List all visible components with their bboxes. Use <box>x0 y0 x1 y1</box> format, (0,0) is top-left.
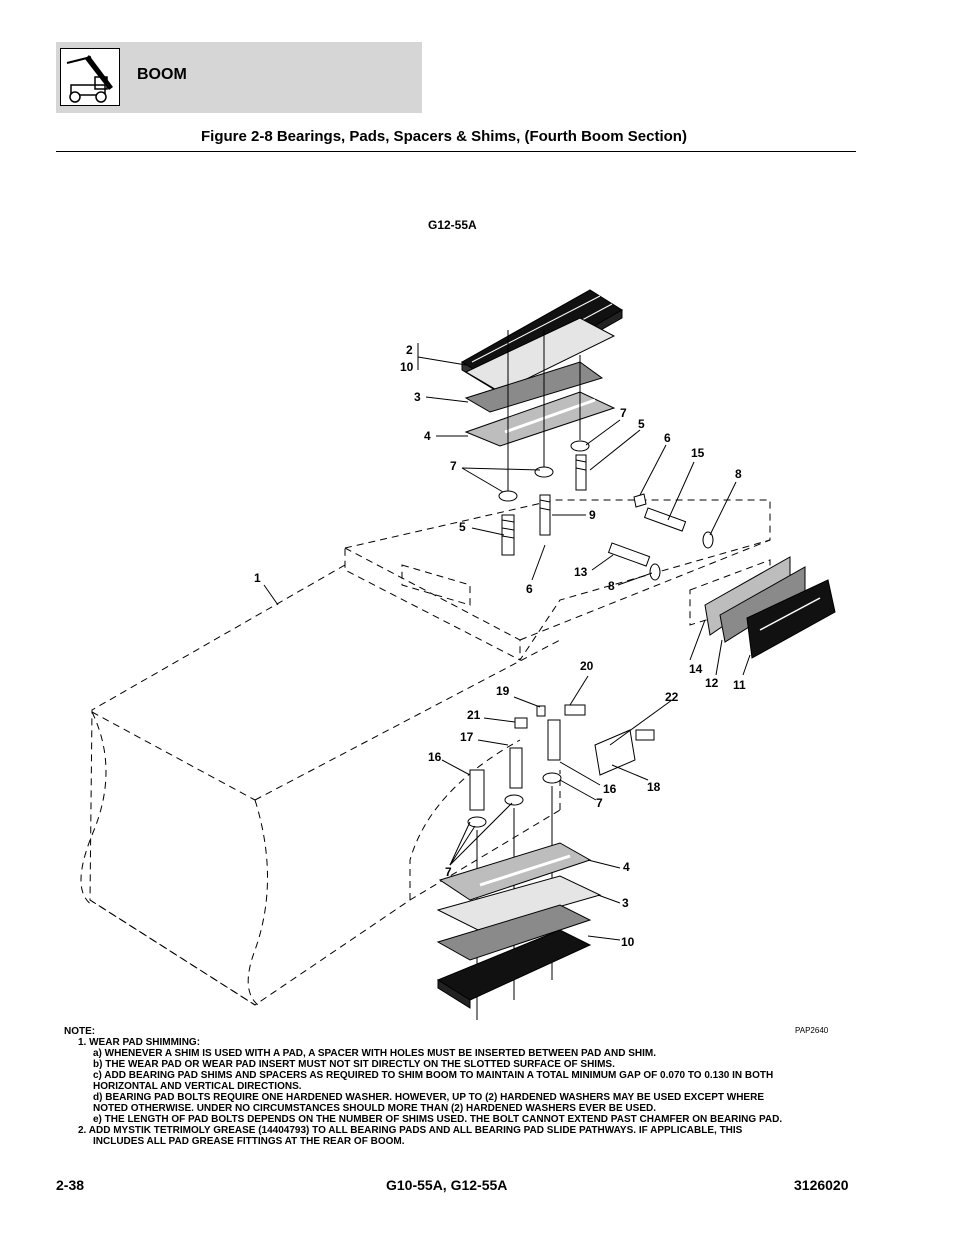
top-spacer <box>464 317 616 393</box>
callout-18: 18 <box>647 780 661 794</box>
callout-6-a: 6 <box>664 431 671 445</box>
section-title: BOOM <box>137 66 187 83</box>
callout-3-top: 3 <box>414 390 421 404</box>
callout-9: 9 <box>589 508 596 522</box>
title-divider <box>56 151 856 152</box>
top-shim <box>464 361 604 413</box>
bottom-bolts <box>467 719 562 828</box>
bottom-shim <box>436 875 602 931</box>
note-1b: b) THE WEAR PAD OR WEAR PAD INSERT MUST … <box>93 1059 615 1070</box>
note-1e: e) THE LENGTH OF PAD BOLTS DEPENDS ON TH… <box>93 1114 783 1125</box>
callout-7-a: 7 <box>620 406 627 420</box>
callout-4-top: 4 <box>424 429 431 443</box>
callout-6-b: 6 <box>526 582 533 596</box>
callout-20: 20 <box>580 659 594 673</box>
callout-13: 13 <box>574 565 588 579</box>
callout-3-bottom: 3 <box>622 896 629 910</box>
callout-7-b: 7 <box>450 459 457 473</box>
model-label: G12-55A <box>428 218 477 232</box>
callout-1: 1 <box>254 571 261 585</box>
note-1c-line1: c) ADD BEARING PAD SHIMS AND SPACERS AS … <box>93 1070 774 1081</box>
callout-4-bottom: 4 <box>623 860 630 874</box>
callout-17: 17 <box>460 730 474 744</box>
grease-fittings <box>514 704 655 776</box>
note-1d-line1: d) BEARING PAD BOLTS REQUIRE ONE HARDENE… <box>93 1092 764 1103</box>
callout-21: 21 <box>467 708 481 722</box>
callout-7-d: 7 <box>445 865 452 879</box>
callout-5-a: 5 <box>638 417 645 431</box>
note-1c-line2: HORIZONTAL AND VERTICAL DIRECTIONS. <box>93 1081 302 1092</box>
top-washers <box>498 440 590 502</box>
note-2-line1: 2. ADD MYSTIK TETRIMOLY GREASE (14404793… <box>78 1125 743 1136</box>
bottom-wear-pad <box>436 929 592 1009</box>
leader-lines <box>263 343 751 941</box>
top-bolt-centerlines <box>507 330 581 500</box>
note-2-line2: INCLUDES ALL PAD GREASE FITTINGS AT THE … <box>93 1136 405 1147</box>
side-pad-assembly <box>704 556 836 659</box>
figure-title: Figure 2-8 Bearings, Pads, Spacers & Shi… <box>201 128 687 145</box>
note-1: 1. WEAR PAD SHIMMING: <box>78 1037 201 1048</box>
callout-10-bottom: 10 <box>621 935 635 949</box>
callout-12: 12 <box>705 676 719 690</box>
callout-15: 15 <box>691 446 705 460</box>
notes-block: NOTE: 1. WEAR PAD SHIMMING: a) WHENEVER … <box>64 1026 864 1147</box>
callout-8-b: 8 <box>608 579 615 593</box>
boom-section-outline <box>80 499 771 1006</box>
callout-19: 19 <box>496 684 510 698</box>
callout-16-b: 16 <box>603 782 617 796</box>
top-bolts <box>501 454 587 556</box>
callout-14: 14 <box>689 662 703 676</box>
header-band: BOOM <box>56 42 422 113</box>
footer-models: G10-55A, G12-55A <box>386 1177 508 1193</box>
callout-16-a: 16 <box>428 750 442 764</box>
callout-11: 11 <box>733 678 746 692</box>
page-number: 2-38 <box>56 1177 85 1193</box>
side-hardware <box>607 493 714 581</box>
callout-8-a: 8 <box>735 467 742 481</box>
note-1d-line2: NOTED OTHERWISE. UNDER NO CIRCUMSTANCES … <box>93 1103 656 1114</box>
note-1a: a) WHENEVER A SHIM IS USED WITH A PAD, A… <box>93 1048 656 1059</box>
drawing-code: PAP2640 <box>795 1026 829 1035</box>
notes-heading: NOTE: <box>64 1026 96 1037</box>
bottom-spacer <box>436 904 592 961</box>
callout-2: 2 <box>406 343 413 357</box>
callout-10-top: 10 <box>400 360 414 374</box>
telehandler-icon <box>60 48 120 106</box>
callout-5-b: 5 <box>459 520 466 534</box>
callout-22: 22 <box>665 690 679 704</box>
document-number: 3126020 <box>794 1177 849 1193</box>
callout-7-c: 7 <box>596 796 603 810</box>
